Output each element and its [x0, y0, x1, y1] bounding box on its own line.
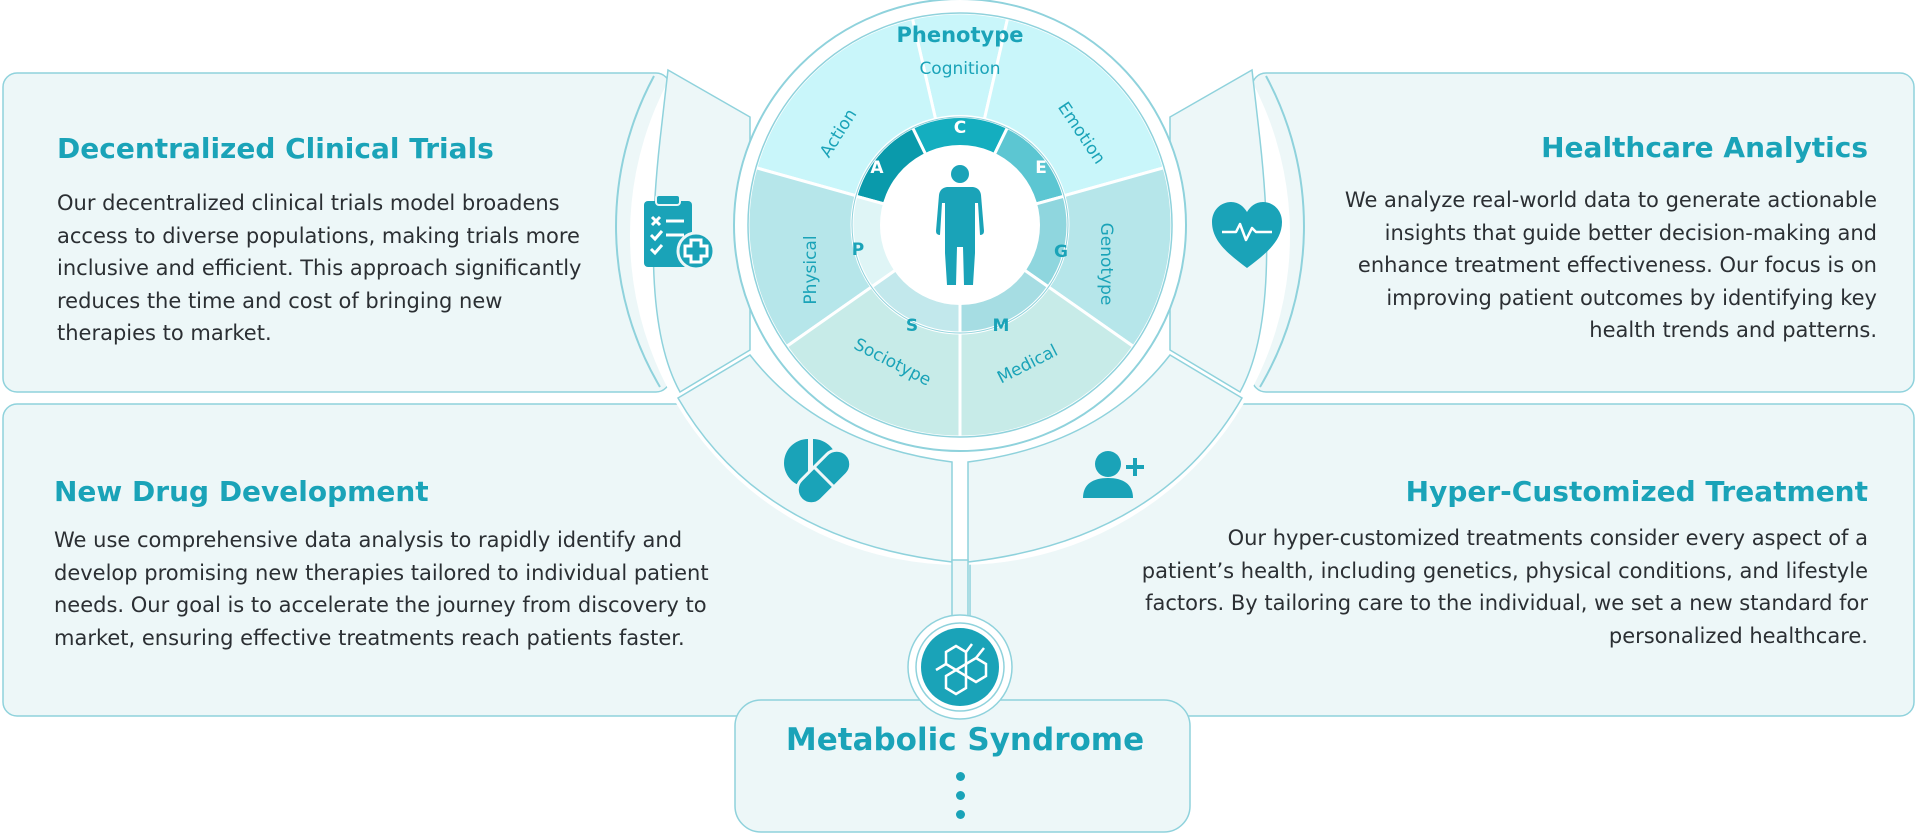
human-body-icon — [936, 165, 984, 285]
ellipsis-dot — [956, 810, 965, 819]
custom-line: patient’s health, including genetics, ph… — [1141, 558, 1868, 583]
letter-a: A — [870, 158, 884, 178]
inner-ring-outline — [851, 116, 1069, 334]
wheel: Phenotype Cognition Action Emotion Physi… — [733, 0, 1187, 452]
label-physical: Physical — [801, 235, 821, 304]
decentralized-line: access to diverse populations, making tr… — [57, 223, 580, 248]
letter-g: G — [1054, 242, 1068, 262]
decentralized-text: Our decentralized clinical trials model … — [57, 187, 657, 350]
label-cognition: Cognition — [919, 59, 1000, 79]
analytics-line: enhance treatment effectiveness. Our foc… — [1357, 253, 1877, 277]
drug-line: needs. Our goal is to accelerate the jou… — [54, 593, 707, 617]
analytics-line: health trends and patterns. — [1589, 318, 1877, 342]
custom-line: factors. By tailoring care to the indivi… — [1145, 591, 1868, 615]
letter-m: M — [993, 316, 1010, 336]
label-genotype: Genotype — [1096, 223, 1116, 306]
letter-s: S — [906, 316, 918, 336]
decentralized-line: therapies to market. — [57, 321, 272, 345]
molecule-badge — [907, 614, 1013, 720]
drug-line: develop promising new therapies tailored… — [54, 560, 709, 585]
analytics-line: We analyze real-world data to generate a… — [1344, 188, 1877, 212]
drug-line: We use comprehensive data analysis to ra… — [54, 528, 683, 552]
label-phenotype: Phenotype — [897, 23, 1024, 47]
analytics-line: improving patient outcomes by identifyin… — [1386, 285, 1877, 310]
custom-text: Our hyper-customized treatments consider… — [1138, 522, 1868, 652]
icon-rail-left-top — [652, 68, 751, 394]
decentralized-title: Decentralized Clinical Trials — [57, 132, 494, 165]
decentralized-line: Our decentralized clinical trials model … — [57, 191, 560, 215]
letter-c: C — [954, 118, 966, 138]
custom-line: personalized healthcare. — [1608, 623, 1868, 648]
analytics-line: insights that guide better decision-maki… — [1384, 220, 1877, 245]
decentralized-line: inclusive and efficient. This approach s… — [57, 256, 582, 280]
wheel-band-outline — [747, 12, 1173, 438]
letter-e: E — [1035, 158, 1047, 178]
molecule-icon — [935, 643, 988, 696]
clipboard-medical-icon — [644, 194, 716, 271]
drug-text: We use comprehensive data analysis to ra… — [54, 524, 744, 654]
pills-icon — [784, 439, 853, 506]
custom-line: Our hyper-customized treatments consider… — [1227, 526, 1868, 550]
custom-title: Hyper-Customized Treatment — [1405, 475, 1868, 508]
connector-arc-left — [615, 75, 661, 388]
drug-title: New Drug Development — [54, 475, 429, 508]
heart-pulse-icon — [1212, 202, 1282, 268]
connector-arc-right — [1259, 75, 1305, 388]
user-add-icon — [1083, 451, 1144, 498]
ellipsis-dot — [956, 791, 965, 800]
metabolic-title: Metabolic Syndrome — [785, 722, 1145, 758]
analytics-title: Healthcare Analytics — [1541, 131, 1868, 164]
ellipsis-dot — [956, 772, 965, 781]
connector-stem — [951, 559, 969, 621]
drug-line: market, ensuring effective treatments re… — [54, 625, 685, 650]
analytics-text: We analyze real-world data to generate a… — [1277, 184, 1877, 347]
decentralized-line: reduces the time and cost of bringing ne… — [57, 288, 503, 313]
letter-p: P — [852, 240, 864, 260]
